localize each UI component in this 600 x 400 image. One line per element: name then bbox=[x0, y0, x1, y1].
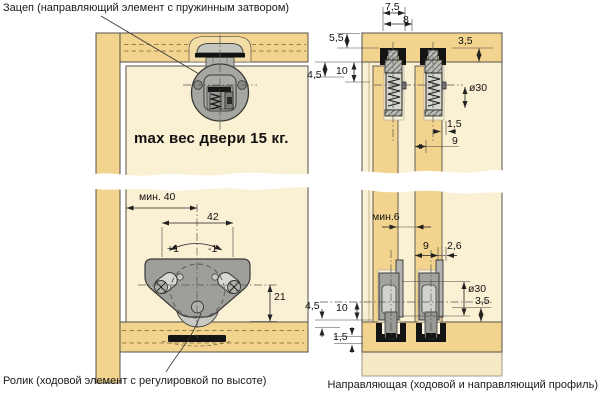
dim-label-42: 42 bbox=[207, 211, 219, 223]
break-bands bbox=[88, 169, 515, 194]
dim-label-min40: мин. 40 bbox=[139, 191, 176, 203]
dim-label-minus1: -1 bbox=[208, 243, 218, 255]
dim-label-dia30-top: ø30 bbox=[469, 82, 488, 94]
roller-label: Ролик (ходовой элемент с регулировкой по… bbox=[3, 375, 267, 387]
dim-label-3-5-bottom: 3,5 bbox=[475, 295, 490, 307]
spring-coil bbox=[387, 75, 401, 107]
leader-lines bbox=[100, 15, 202, 373]
dim-label-7-5: 7,5 bbox=[385, 1, 400, 13]
catch-assembly bbox=[183, 35, 257, 132]
dim-label-min6: мин.6 bbox=[372, 211, 400, 223]
catch-cap bbox=[196, 43, 244, 54]
dim-label-8: 8 bbox=[403, 14, 409, 26]
roller-axle bbox=[191, 300, 204, 314]
track-groove bbox=[168, 335, 226, 342]
max-weight-note: max вес двери 15 кг. bbox=[134, 130, 289, 147]
left-side-post bbox=[95, 32, 121, 384]
dimension-lines-right-bottom bbox=[315, 247, 491, 353]
dim-label-4-5-bottom: 4,5 bbox=[305, 300, 320, 312]
dim-label-plus1: +1 bbox=[167, 243, 179, 255]
dim-label-9-bottom: 9 bbox=[423, 240, 429, 252]
dim-label-9-top: 9 bbox=[452, 135, 458, 147]
rollers-section bbox=[320, 250, 492, 342]
dim-label-21: 21 bbox=[274, 291, 286, 303]
dim-label-1-5-top: 1,5 bbox=[447, 118, 462, 130]
dim-label-5-5: 5,5 bbox=[329, 32, 344, 44]
left-bottom-rail bbox=[115, 321, 309, 353]
hook-label: Зацеп (направляющий элемент с пружинным … bbox=[3, 2, 290, 14]
dim-label-10-top: 10 bbox=[336, 65, 348, 77]
dimension-lines-right-top bbox=[315, 7, 493, 153]
catch-pins-section bbox=[374, 42, 463, 142]
dim-label-2-6: 2,6 bbox=[447, 240, 462, 252]
spring-coil bbox=[427, 75, 441, 107]
dim-label-3-5-top: 3,5 bbox=[458, 35, 473, 47]
dim-label-dia30-bottom: ø30 bbox=[468, 283, 487, 295]
guide-label: Направляющая (ходовой и направляющий про… bbox=[327, 379, 598, 391]
dim-label-1-5-bottom: 1,5 bbox=[333, 331, 348, 343]
roller-assembly bbox=[144, 258, 251, 328]
dim-label-10-bottom: 10 bbox=[336, 302, 348, 314]
dim-label-4-5-top: 4,5 bbox=[307, 69, 322, 81]
dimension-lines-left bbox=[126, 204, 277, 338]
